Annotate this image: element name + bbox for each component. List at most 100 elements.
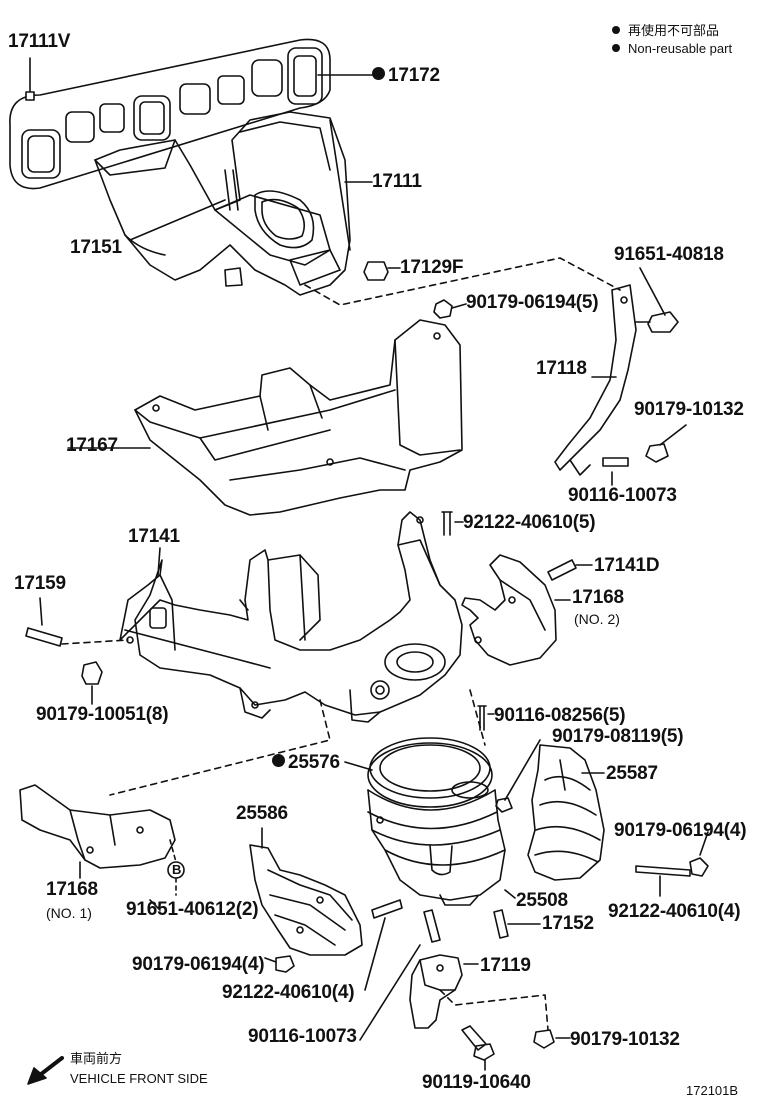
leader-17159	[39, 597, 43, 626]
label-17168-no2-sub: (NO. 2)	[574, 611, 620, 627]
label-17159[interactable]: 17159	[14, 573, 66, 594]
bracket-17119	[409, 954, 463, 1029]
label-17172[interactable]: 17172	[372, 66, 440, 85]
pin-17111v	[25, 91, 35, 101]
nut-90179-10132-a	[645, 443, 669, 463]
stud-92122-40610-5	[441, 511, 453, 536]
label-90179-06194-4-right[interactable]: 90179-06194(4)	[614, 820, 747, 841]
heatshield-17168-no1	[19, 784, 176, 869]
plug-17129f	[363, 261, 389, 281]
manifold-17111	[94, 111, 351, 296]
dashed-link-17119	[439, 989, 549, 1031]
label-17151[interactable]: 17151	[70, 237, 122, 258]
leader-90179-10132-a	[659, 424, 687, 446]
leader-90179-08119	[504, 739, 541, 801]
leader-90179-06194-4-right	[699, 831, 709, 856]
nut-90179-10051-8	[81, 661, 103, 685]
label-17167[interactable]: 17167	[66, 435, 118, 456]
heatshield-17168-no2	[461, 554, 557, 666]
leader-91651-40818	[639, 267, 666, 316]
label-17168-no1-sub: (NO. 1)	[46, 905, 92, 921]
converter-25508	[367, 781, 506, 906]
label-90179-06194-5[interactable]: 90179-06194(5)	[466, 292, 599, 313]
dashed-link-17159	[61, 639, 129, 645]
label-17129f[interactable]: 17129F	[400, 257, 464, 278]
stud-92122-40610-4-left	[371, 899, 403, 919]
label-90179-06194-4-left[interactable]: 90179-06194(4)	[132, 954, 265, 975]
dashed-link-3	[109, 699, 331, 796]
label-17111[interactable]: 17111	[372, 171, 422, 192]
bracket-17118	[554, 284, 637, 476]
stud-17141d	[547, 559, 577, 581]
leader-17151	[129, 199, 226, 241]
stud-90116-10073-a	[602, 457, 629, 467]
nut-90179-06194-4-left	[275, 955, 295, 973]
nut-90179-08119	[495, 797, 513, 813]
label-90116-08256-5[interactable]: 90116-08256(5)	[494, 705, 626, 726]
label-91651-40818[interactable]: 91651-40818	[614, 244, 724, 265]
leader-misc	[149, 899, 277, 963]
stud-17152	[493, 909, 509, 939]
gasket-17111v	[9, 38, 331, 190]
label-25587[interactable]: 25587	[606, 763, 658, 784]
stud-17159	[25, 627, 63, 647]
label-17141d[interactable]: 17141D	[594, 555, 660, 576]
non-reusable-dot-icon	[372, 67, 385, 80]
stud-90116-08256-5	[477, 705, 487, 731]
label-90116-10073-b[interactable]: 90116-10073	[248, 1026, 357, 1047]
dashed-link-2	[469, 689, 486, 746]
label-17168-no2[interactable]: 17168	[572, 587, 624, 608]
stud-17151	[224, 169, 239, 211]
stud-92122-40610-4-right	[635, 865, 691, 877]
insulator-25587	[527, 744, 605, 881]
nut-90179-10132-b	[533, 1029, 555, 1049]
label-17152[interactable]: 17152	[542, 913, 594, 934]
legend-dot-icon	[612, 44, 620, 52]
label-17119[interactable]: 17119	[480, 955, 531, 976]
bolt-91651-40818	[647, 311, 679, 333]
gasket-25576	[367, 737, 493, 808]
label-25508[interactable]: 25508	[516, 890, 568, 911]
label-90119-10640[interactable]: 90119-10640	[422, 1072, 531, 1093]
legend-jp: 再使用不可部品	[612, 24, 719, 37]
exhaust-manifold-17141	[119, 511, 463, 723]
leader-90179-06194-5	[451, 303, 467, 309]
stud-90116-10073-b	[423, 909, 441, 943]
label-90116-10073-a[interactable]: 90116-10073	[568, 485, 677, 506]
label-90179-10132-b[interactable]: 90179-10132	[570, 1029, 680, 1050]
leader-25576	[344, 761, 373, 771]
callout-b-leader	[169, 839, 177, 896]
label-92122-40610-5[interactable]: 92122-40610(5)	[463, 512, 596, 533]
insulator-17167	[134, 319, 463, 516]
dashed-link-1	[304, 257, 621, 306]
label-17141[interactable]: 17141	[128, 526, 180, 547]
nut-90179-06194-4-right	[689, 857, 709, 877]
leader-92122-40610-4-left	[364, 917, 386, 991]
label-25576[interactable]: 25576	[272, 753, 340, 772]
diagram-code: 172101B	[686, 1083, 739, 1098]
label-92122-40610-4-right[interactable]: 92122-40610(4)	[608, 901, 741, 922]
leader-17141	[157, 547, 161, 576]
nut-90179-06194-5	[433, 299, 453, 319]
label-92122-40610-4-left[interactable]: 92122-40610(4)	[222, 982, 355, 1003]
legend-en: Non-reusable part	[612, 42, 732, 55]
label-25586[interactable]: 25586	[236, 803, 288, 824]
leader-90116-10073-b	[359, 944, 421, 1041]
label-91651-40612-2[interactable]: 91651-40612(2)	[126, 899, 259, 920]
bolt-head-90119-10640	[473, 1043, 495, 1061]
vehicle-front-jp: 車両前方	[70, 1051, 123, 1066]
insulator-25586	[249, 844, 363, 956]
label-90179-10051-8[interactable]: 90179-10051(8)	[36, 704, 169, 725]
vehicle-front-arrow-icon	[27, 1056, 64, 1085]
label-90179-10132-a[interactable]: 90179-10132	[634, 399, 744, 420]
label-90179-08119-5[interactable]: 90179-08119(5)	[552, 726, 684, 747]
label-17118[interactable]: 17118	[536, 358, 587, 379]
bolt-90119-10640	[461, 1025, 487, 1051]
label-17168-no1[interactable]: 17168	[46, 879, 98, 900]
vehicle-front-en: VEHICLE FRONT SIDE	[70, 1071, 208, 1086]
label-17111v[interactable]: 17111V	[8, 31, 71, 52]
callout-b-label: B	[172, 862, 182, 877]
leader-25508	[504, 889, 516, 899]
